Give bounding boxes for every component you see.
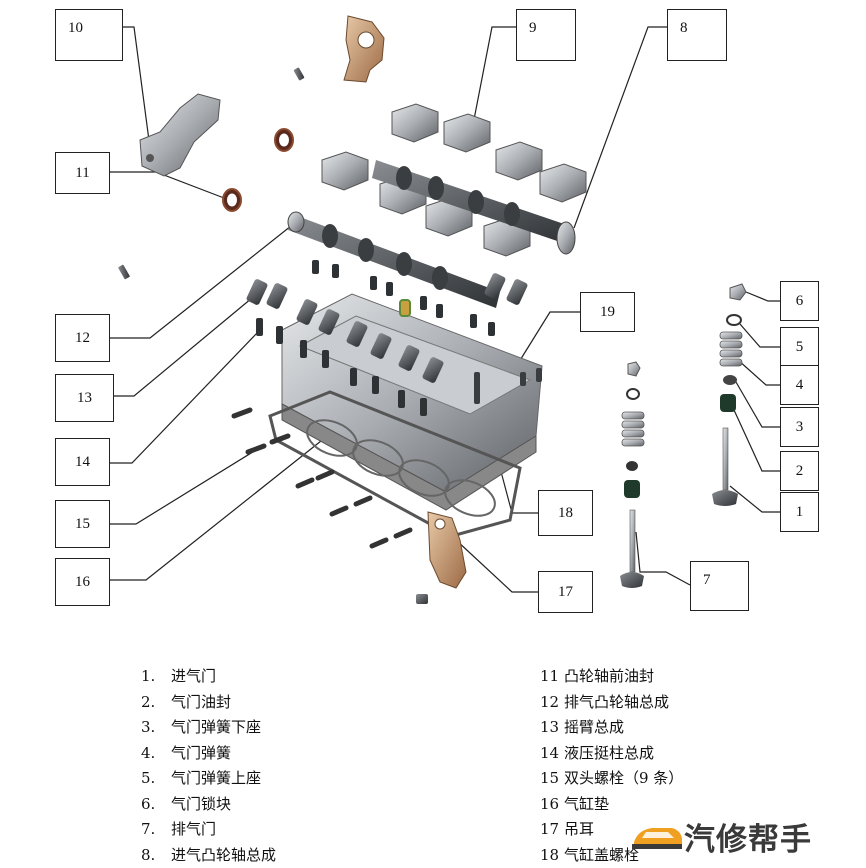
legend-item: 5.气门弹簧上座 xyxy=(141,766,276,792)
legend-text: 气缸垫 xyxy=(564,795,609,813)
callout-9: 9 xyxy=(516,9,576,61)
legend-text: 吊耳 xyxy=(564,820,594,838)
legend-text: 进气凸轮轴总成 xyxy=(171,846,276,864)
legend-item: 4.气门弹簧 xyxy=(141,741,276,767)
legend-number: 14 xyxy=(540,741,564,767)
legend-text: 排气凸轮轴总成 xyxy=(564,693,669,711)
legend-number: 6. xyxy=(141,792,171,818)
car-logo-icon xyxy=(628,820,684,854)
legend-item: 1.进气门 xyxy=(141,664,276,690)
legend-item: 2.气门油封 xyxy=(141,690,276,716)
legend-number: 17 xyxy=(540,817,564,843)
callout-16: 16 xyxy=(55,558,110,606)
callout-8: 8 xyxy=(667,9,727,61)
legend-number: 18 xyxy=(540,843,564,868)
legend-item: 7.排气门 xyxy=(141,817,276,843)
callout-12: 12 xyxy=(55,314,110,362)
legend-left-column: 1.进气门 2.气门油封 3.气门弹簧下座 4.气门弹簧 5.气门弹簧上座 6.… xyxy=(141,664,276,868)
oil-seals xyxy=(223,129,293,211)
legend-number: 11 xyxy=(540,664,564,690)
callout-1: 1 xyxy=(780,492,819,532)
legend-number: 12 xyxy=(540,690,564,716)
callout-4: 4 xyxy=(780,365,819,405)
legend-text: 排气门 xyxy=(171,820,216,838)
legend-number: 7. xyxy=(141,817,171,843)
callout-18: 18 xyxy=(538,490,593,536)
sensor xyxy=(400,300,410,316)
legend-text: 气门弹簧 xyxy=(171,744,231,762)
legend-number: 2. xyxy=(141,690,171,716)
legend-text: 液压挺柱总成 xyxy=(564,744,654,762)
legend-number: 13 xyxy=(540,715,564,741)
legend-number: 16 xyxy=(540,792,564,818)
callout-17: 17 xyxy=(538,571,593,613)
watermark-text: 汽修帮手 xyxy=(684,814,812,859)
exhaust-valve-stack xyxy=(620,362,644,588)
legend-text: 气门弹簧下座 xyxy=(171,718,261,736)
legend-number: 5. xyxy=(141,766,171,792)
legend-number: 15 xyxy=(540,766,564,792)
legend-number: 8. xyxy=(141,843,171,868)
legend-text: 气门弹簧上座 xyxy=(171,769,261,787)
legend-text: 双头螺栓（9 条） xyxy=(564,769,683,787)
callout-19: 19 xyxy=(580,292,635,332)
callout-13: 13 xyxy=(55,374,114,422)
callout-5: 5 xyxy=(780,327,819,367)
legend-text: 气门锁块 xyxy=(171,795,231,813)
callout-2: 2 xyxy=(780,451,819,491)
legend-text: 凸轮轴前油封 xyxy=(564,667,654,685)
legend-item: 6.气门锁块 xyxy=(141,792,276,818)
camshaft-cover-part xyxy=(140,94,220,176)
callout-10: 10 xyxy=(55,9,123,61)
callout-11: 11 xyxy=(55,152,110,194)
legend-text: 进气门 xyxy=(171,667,216,685)
legend-item: 8.进气凸轮轴总成 xyxy=(141,843,276,868)
legend-item: 3.气门弹簧下座 xyxy=(141,715,276,741)
callout-7: 7 xyxy=(690,561,749,611)
lifting-eye-top xyxy=(344,16,384,82)
legend-number: 4. xyxy=(141,741,171,767)
lifting-eye-bottom xyxy=(428,512,466,588)
callout-14: 14 xyxy=(55,438,110,486)
intake-valve-stack xyxy=(712,284,746,506)
callout-3: 3 xyxy=(780,407,819,447)
callout-6: 6 xyxy=(780,281,819,321)
legend-number: 1. xyxy=(141,664,171,690)
legend-text: 摇臂总成 xyxy=(564,718,624,736)
legend-number: 3. xyxy=(141,715,171,741)
callout-15: 15 xyxy=(55,500,110,548)
legend-text: 气门油封 xyxy=(171,693,231,711)
watermark-logo: 汽修帮手 xyxy=(628,814,812,859)
